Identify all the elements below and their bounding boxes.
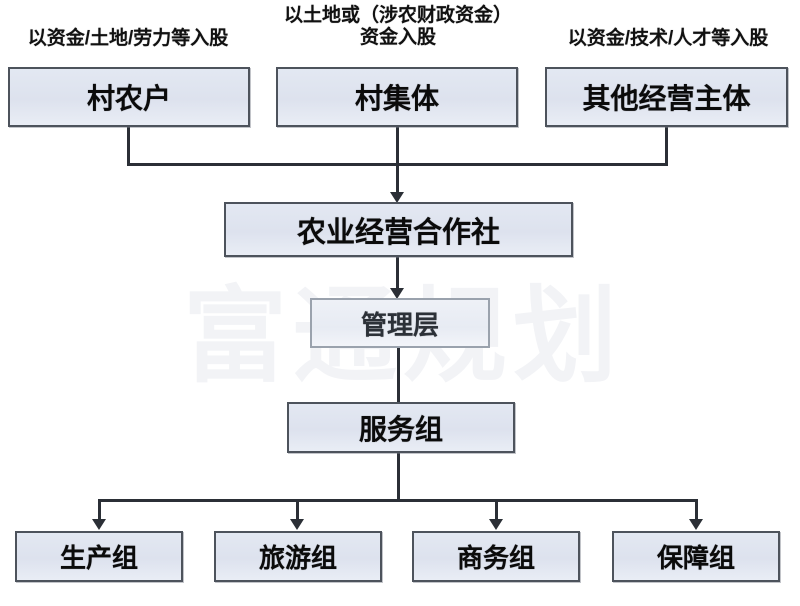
node-production[interactable]: 生产组 <box>15 531 183 582</box>
connector-others-down <box>665 127 668 166</box>
node-tourism[interactable]: 旅游组 <box>214 531 382 582</box>
node-other-operators-label: 其他经营主体 <box>582 83 751 114</box>
node-village-collective[interactable]: 村集体 <box>276 67 518 127</box>
node-village-farmers-label: 村农户 <box>86 83 171 114</box>
node-management-label: 管理层 <box>360 309 439 340</box>
node-cooperative[interactable]: 农业经营合作社 <box>224 202 573 257</box>
arrow-to-cooperative <box>390 192 404 203</box>
node-village-farmers[interactable]: 村农户 <box>8 67 250 127</box>
connector-service-down <box>397 453 400 502</box>
caption-farmers: 以资金/土地/劳力等入股 <box>27 28 229 49</box>
connector-bus-to-cooperative <box>396 163 399 194</box>
connector-bus-to-business <box>495 499 498 521</box>
connector-farmers-down <box>127 127 130 166</box>
connector-bus-to-support <box>695 499 698 521</box>
node-other-operators[interactable]: 其他经营主体 <box>545 67 788 127</box>
connector-bus-to-production <box>98 499 101 521</box>
connector-bottom-bus <box>98 499 698 502</box>
arrow-to-management <box>390 288 404 299</box>
node-business[interactable]: 商务组 <box>412 531 580 582</box>
node-village-collective-label: 村集体 <box>354 83 439 114</box>
node-service-label: 服务组 <box>358 413 443 445</box>
connector-cooperative-to-management <box>396 257 399 290</box>
connector-management-to-service <box>397 348 400 404</box>
caption-others: 以资金/技术/人才等入股 <box>567 28 769 49</box>
arrow-to-tourism <box>290 519 304 530</box>
node-tourism-label: 旅游组 <box>258 543 337 573</box>
arrow-to-production <box>92 519 106 530</box>
node-support-label: 保障组 <box>656 543 735 573</box>
connector-collective-down <box>396 127 399 166</box>
node-cooperative-label: 农业经营合作社 <box>296 216 500 249</box>
connector-bus-to-tourism <box>296 499 299 521</box>
node-production-label: 生产组 <box>59 543 138 573</box>
arrow-to-business <box>489 519 503 530</box>
node-support[interactable]: 保障组 <box>612 531 780 582</box>
caption-collective: 以土地或（涉农财政资金） 资金入股 <box>283 5 512 48</box>
arrow-to-support <box>689 519 703 530</box>
node-management[interactable]: 管理层 <box>310 298 490 348</box>
node-service[interactable]: 服务组 <box>287 402 515 453</box>
node-business-label: 商务组 <box>456 543 535 573</box>
